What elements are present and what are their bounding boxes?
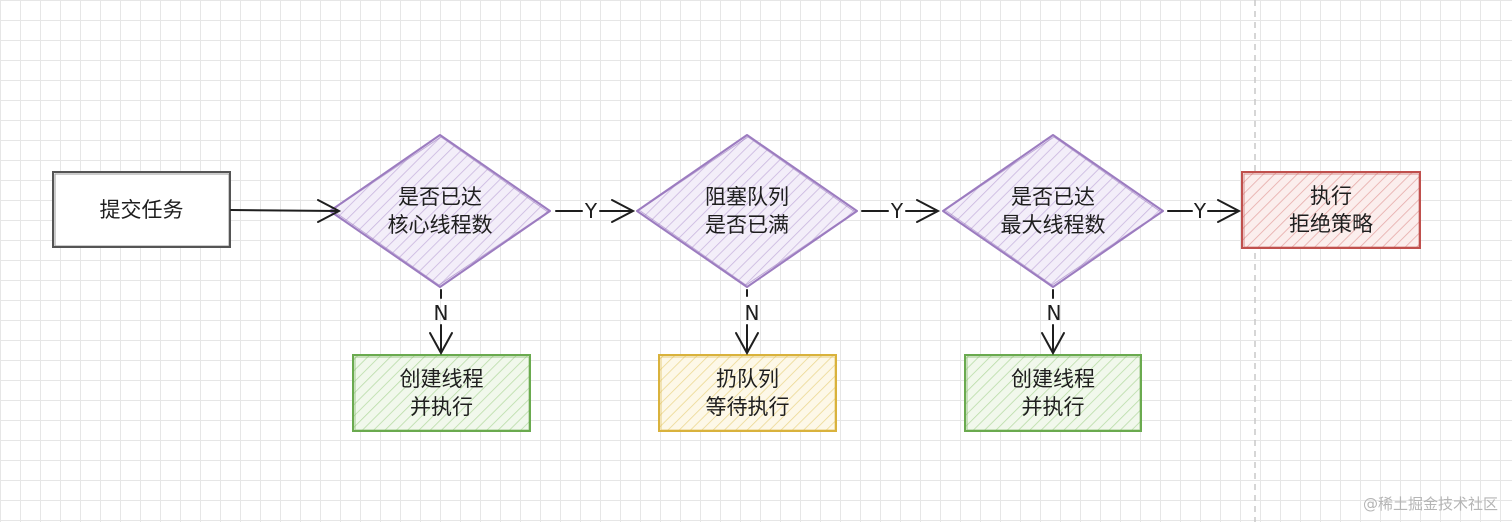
- enqueue-line1: 扔队列: [716, 367, 779, 391]
- edge-label-max-yes: Y: [1193, 199, 1207, 223]
- decision-core-label: 是否已达 核心线程数: [360, 175, 520, 247]
- create-core-line2: 并执行: [410, 395, 473, 419]
- submit-task-node[interactable]: [52, 171, 231, 248]
- arrow-core-to-create: [429, 289, 453, 356]
- edge-label-core-no: N: [434, 301, 449, 325]
- arrow-max-to-create: [1041, 289, 1065, 356]
- decision-queue-line2: 是否已满: [705, 213, 789, 237]
- edge-label-max-no: N: [1047, 301, 1062, 325]
- reject-line1: 执行: [1310, 184, 1352, 208]
- enqueue-node[interactable]: [658, 354, 837, 432]
- decision-max-label: 是否已达 最大线程数: [973, 175, 1133, 247]
- edge-label-queue-yes: Y: [890, 199, 904, 223]
- decision-core-line2: 核心线程数: [387, 213, 493, 237]
- reject-policy-label: 执行 拒绝策略: [1242, 172, 1420, 248]
- decision-queue-line1: 阻塞队列: [705, 185, 789, 209]
- enqueue-label: 扔队列 等待执行: [659, 355, 836, 431]
- create-core-line1: 创建线程: [399, 367, 484, 391]
- decision-core-line1: 是否已达: [398, 185, 482, 209]
- arrow-queue-to-max: [861, 199, 941, 223]
- submit-task-label: 提交任务: [53, 172, 230, 247]
- edge-label-core-yes: Y: [584, 199, 598, 223]
- reject-line2: 拒绝策略: [1289, 212, 1373, 236]
- create-max-label: 创建线程 并执行: [965, 355, 1141, 431]
- arrow-max-to-reject: [1167, 199, 1242, 223]
- create-max-line1: 创建线程: [1011, 367, 1095, 391]
- decision-queue-label: 阻塞队列 是否已满: [667, 175, 827, 247]
- decision-max-threads-node[interactable]: [942, 134, 1164, 288]
- decision-queue-full-node[interactable]: [636, 134, 858, 288]
- reject-policy-node[interactable]: [1241, 171, 1421, 249]
- watermark-text: @稀土掘金技术社区: [1362, 495, 1498, 513]
- create-max-line2: 并执行: [1021, 395, 1085, 419]
- decision-max-line1: 是否已达: [1011, 185, 1095, 209]
- submit-task-text: 提交任务: [99, 197, 184, 222]
- edge-label-queue-no: N: [745, 301, 760, 325]
- arrow-submit-to-core: [230, 199, 342, 223]
- arrow-core-to-queue: [555, 199, 636, 223]
- decision-core-threads-node[interactable]: [329, 134, 551, 288]
- decision-max-line2: 最大线程数: [1000, 213, 1106, 237]
- enqueue-line2: 等待执行: [705, 395, 790, 419]
- arrow-queue-to-enqueue: [735, 289, 759, 356]
- create-core-label: 创建线程 并执行: [353, 355, 530, 431]
- create-core-thread-node[interactable]: [352, 354, 531, 432]
